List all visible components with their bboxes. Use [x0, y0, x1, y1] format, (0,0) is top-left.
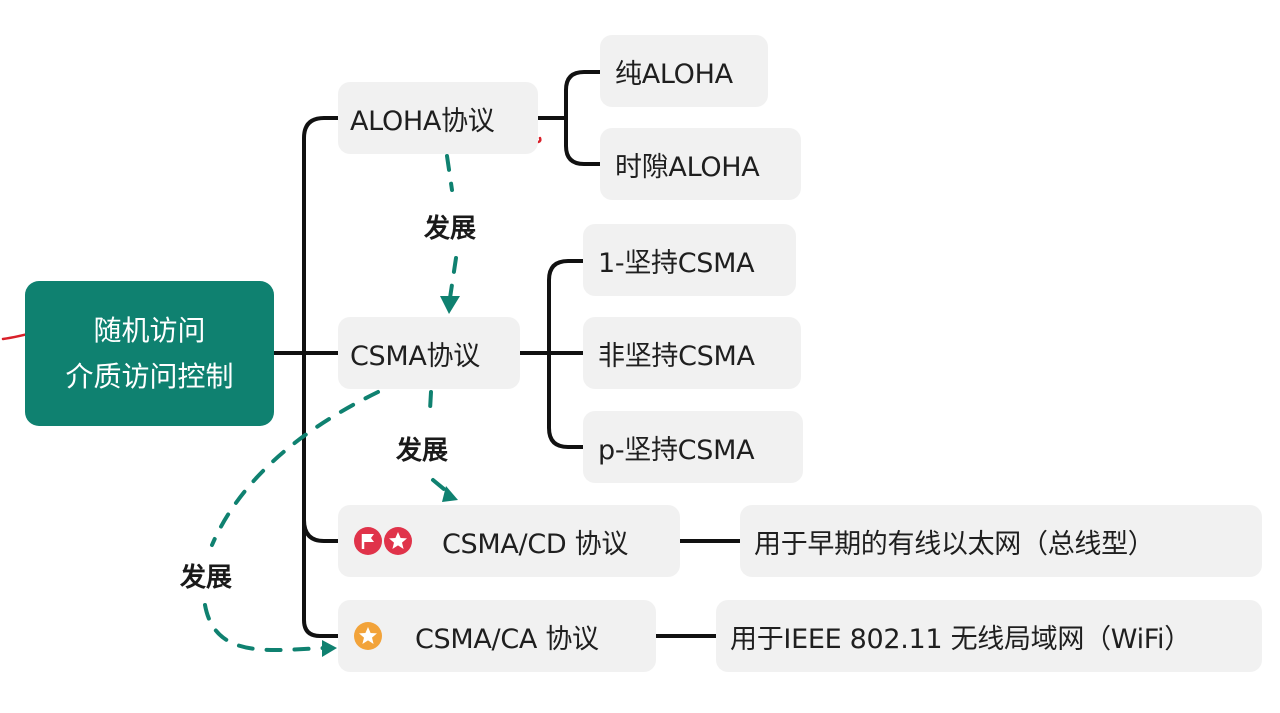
label-develop-csma-cd: 发展 — [396, 436, 449, 466]
node-csma-cd-protocol: CSMA/CD 协议 — [338, 505, 680, 577]
node-csma-protocol: CSMA协议 — [338, 317, 520, 389]
node-pure-aloha: 纯ALOHA — [600, 35, 768, 107]
node-non-persistent-csma: 非坚持CSMA — [583, 317, 801, 389]
dev-arrow-aloha-csma-top — [445, 154, 454, 192]
dev-arrow-csma-cd-top — [428, 390, 433, 412]
connector-csma-children — [518, 259, 585, 449]
node-slotted-aloha: 时隙ALOHA — [600, 128, 801, 200]
node-csma-ca-label: CSMA/CA 协议 — [415, 623, 599, 655]
root-title-line2: 介质访问控制 — [65, 359, 234, 393]
flag-icon — [354, 527, 382, 555]
connector-trunk — [302, 116, 340, 638]
root-node-random-access: 随机访问 介质访问控制 — [25, 281, 274, 426]
dev-arrow-aloha-csma-bottom — [448, 256, 458, 300]
node-slotted-aloha-label: 时隙ALOHA — [615, 151, 760, 183]
node-csma-cd-note: 用于早期的有线以太网（总线型） — [740, 505, 1262, 577]
connector-csma-cd — [302, 518, 340, 543]
connector-aloha-children — [536, 70, 602, 166]
node-p-persistent-csma: p-坚持CSMA — [583, 411, 803, 483]
dev-arrowhead-aloha-csma — [440, 296, 460, 314]
label-develop-csma-ca: 发展 — [180, 563, 233, 593]
node-aloha-label: ALOHA协议 — [350, 105, 495, 137]
dev-arrowhead-csma-cd — [442, 486, 458, 502]
node-1-persistent-csma: 1-坚持CSMA — [583, 224, 796, 296]
dev-arrow-csma-ca-lower — [203, 603, 327, 652]
root-title-line1: 随机访问 — [93, 313, 206, 347]
node-1-persistent-label: 1-坚持CSMA — [598, 247, 755, 279]
node-csma-cd-note-text: 用于早期的有线以太网（总线型） — [754, 528, 1155, 560]
star-icon — [384, 527, 412, 555]
dev-arrow-csma-cd-bottom — [431, 478, 452, 496]
node-csma-cd-label: CSMA/CD 协议 — [442, 528, 629, 560]
label-develop-aloha-csma: 发展 — [424, 214, 477, 244]
node-non-persistent-label: 非坚持CSMA — [598, 340, 755, 372]
node-aloha-protocol: ALOHA协议 — [338, 82, 538, 154]
node-csma-ca-protocol: CSMA/CA 协议 — [338, 600, 656, 672]
node-csma-ca-note-text: 用于IEEE 802.11 无线局域网（WiFi） — [730, 623, 1191, 655]
star-icon — [354, 622, 382, 650]
node-pure-aloha-label: 纯ALOHA — [615, 58, 733, 90]
dev-arrowhead-csma-ca — [322, 640, 337, 657]
node-p-persistent-label: p-坚持CSMA — [598, 434, 755, 466]
dev-arrow-csma-ca-upper — [210, 390, 380, 547]
node-csma-ca-note: 用于IEEE 802.11 无线局域网（WiFi） — [716, 600, 1262, 672]
node-csma-label: CSMA协议 — [350, 340, 480, 372]
